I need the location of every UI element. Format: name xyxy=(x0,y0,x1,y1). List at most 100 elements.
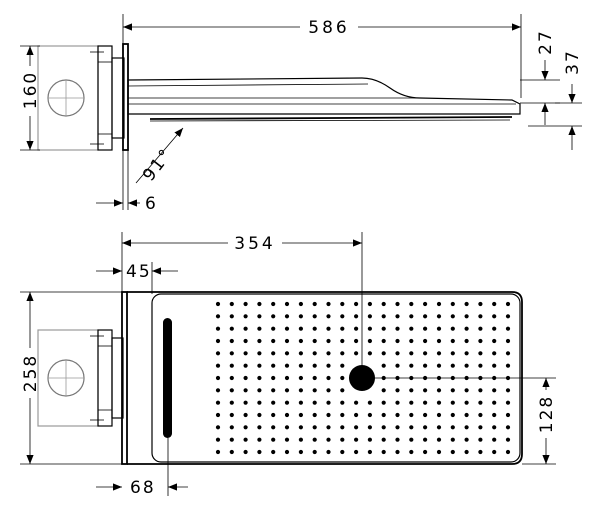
nozzle-dot xyxy=(436,412,442,418)
nozzle-dot xyxy=(354,437,359,442)
nozzle-dot xyxy=(340,375,345,381)
nozzle-dot xyxy=(423,449,428,455)
nozzle-dot xyxy=(436,338,442,344)
nozzle-dot xyxy=(340,338,345,344)
nozzle-dot xyxy=(271,388,276,393)
nozzle-dot xyxy=(492,412,497,418)
nozzle-dot xyxy=(284,388,290,393)
nozzle-dot xyxy=(492,326,497,331)
nozzle-dot xyxy=(326,314,331,319)
nozzle-dot xyxy=(284,326,290,331)
nozzle-dot xyxy=(312,425,317,430)
nozzle-dot xyxy=(436,449,442,455)
nozzle-dot xyxy=(340,437,345,442)
nozzle-dot xyxy=(464,400,469,405)
nozzle-dot xyxy=(423,437,428,442)
nozzle-dot xyxy=(450,314,455,319)
nozzle-dot xyxy=(229,326,234,331)
nozzle-dot xyxy=(354,301,359,307)
nozzle-dot xyxy=(492,338,497,344)
nozzle-dot xyxy=(492,437,497,442)
nozzle-dot xyxy=(354,338,359,344)
nozzle-dot xyxy=(367,351,372,356)
nozzle-dot xyxy=(271,351,276,356)
nozzle-dot xyxy=(229,375,234,381)
dim-half-width: 128 xyxy=(537,395,557,433)
nozzle-dot xyxy=(312,326,317,331)
nozzle-dot xyxy=(478,412,483,418)
nozzle-dot xyxy=(395,400,400,405)
nozzle-dot xyxy=(257,363,262,368)
nozzle-dot xyxy=(436,425,442,430)
nozzle-dot xyxy=(478,400,483,405)
nozzle-dot xyxy=(354,449,359,455)
nozzle-dot xyxy=(340,351,345,356)
nozzle-dot xyxy=(257,412,262,418)
nozzle-dot xyxy=(409,449,414,455)
nozzle-dot xyxy=(505,326,511,331)
nozzle-dot xyxy=(243,449,248,455)
nozzle-dot xyxy=(271,301,276,307)
nozzle-dot xyxy=(215,388,221,393)
nozzle-dot xyxy=(257,301,262,307)
nozzle-dot xyxy=(257,351,262,356)
nozzle-dot xyxy=(423,400,428,405)
nozzle-dot xyxy=(505,412,511,418)
nozzle-dot xyxy=(215,301,221,307)
nozzle-dot xyxy=(505,437,511,442)
nozzle-dot xyxy=(492,449,497,455)
nozzle-dot xyxy=(298,449,303,455)
nozzle-dot xyxy=(464,351,469,356)
plan-view: 354 45 258 128 68 xyxy=(20,232,557,498)
nozzle-dot xyxy=(271,425,276,430)
nozzle-dot xyxy=(492,351,497,356)
nozzle-dot xyxy=(395,437,400,442)
nozzle-dot xyxy=(354,400,359,405)
nozzle-dot xyxy=(367,437,372,442)
nozzle-dot xyxy=(340,301,345,307)
nozzle-dot xyxy=(505,425,511,430)
nozzle-dot xyxy=(326,363,331,368)
nozzle-dot xyxy=(381,425,386,430)
nozzle-dot xyxy=(284,314,290,319)
nozzle-dot xyxy=(340,326,345,331)
nozzle-dot xyxy=(215,412,221,418)
nozzle-dot xyxy=(312,351,317,356)
nozzle-dot xyxy=(243,412,248,418)
nozzle-dot xyxy=(381,388,386,393)
nozzle-dot xyxy=(367,449,372,455)
nozzle-dot xyxy=(243,375,248,381)
nozzle-dot xyxy=(354,326,359,331)
dim-plate-depth: 6 xyxy=(145,194,158,214)
nozzle-dot xyxy=(367,314,372,319)
nozzle-dot xyxy=(381,314,386,319)
nozzle-dot xyxy=(423,412,428,418)
nozzle-dot xyxy=(257,388,262,393)
nozzle-grid xyxy=(215,301,511,455)
nozzle-dot xyxy=(229,437,234,442)
dim-body-height: 160 xyxy=(21,71,41,109)
nozzle-dot xyxy=(326,412,331,418)
nozzle-dot xyxy=(215,363,221,368)
nozzle-dot xyxy=(436,326,442,331)
nozzle-dot xyxy=(326,326,331,331)
nozzle-dot xyxy=(409,338,414,344)
nozzle-dot xyxy=(478,425,483,430)
nozzle-dot xyxy=(312,314,317,319)
nozzle-dot xyxy=(243,437,248,442)
nozzle-dot xyxy=(464,326,469,331)
nozzle-dot xyxy=(450,400,455,405)
nozzle-dot xyxy=(215,437,221,442)
nozzle-dot xyxy=(423,338,428,344)
nozzle-dot xyxy=(478,314,483,319)
nozzle-dot xyxy=(257,425,262,430)
nozzle-dot xyxy=(367,412,372,418)
nozzle-dot xyxy=(464,338,469,344)
nozzle-dot xyxy=(271,375,276,381)
nozzle-dot xyxy=(395,351,400,356)
nozzle-dot xyxy=(450,351,455,356)
nozzle-dot xyxy=(257,338,262,344)
nozzle-dot xyxy=(354,314,359,319)
nozzle-dot xyxy=(367,425,372,430)
